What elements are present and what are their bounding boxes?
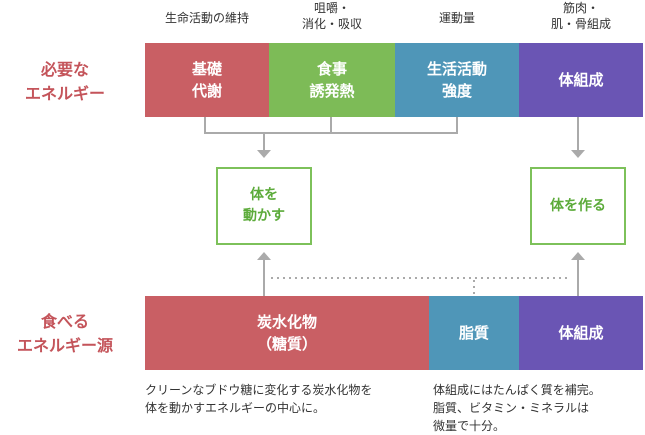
box-move-body: 体を 動かす: [216, 167, 312, 245]
header-body-composition: 筋肉・ 肌・骨組成: [550, 1, 611, 31]
side-label-food-energy: 食べる エネルギー源: [16, 312, 113, 355]
segment-diet-induced-thermogenesis: 食事 誘発熱: [269, 43, 395, 117]
food-energy-bar: 炭水化物 （糖質） 脂質 体組成: [145, 296, 643, 370]
note-protein: 体組成にはたんぱく質を補完。 脂質、ビタミン・ミネラルは 微量で十分。: [433, 383, 601, 433]
segment-body-composition-food: 体組成: [519, 296, 643, 370]
header-basal-metabolism: 生命活動の維持: [164, 11, 249, 25]
arrow-up-head-left: [257, 252, 271, 260]
segment-basal-metabolism: 基礎 代謝: [145, 43, 269, 117]
header-activity: 運動量: [438, 11, 475, 25]
side-label-required-energy: 必要な エネルギー: [24, 60, 105, 103]
box-build-body: 体を作る: [530, 167, 626, 245]
segment-body-composition: 体組成: [519, 43, 643, 117]
note-carbohydrate: クリーンなブドウ糖に変化する炭水化物を 体を動かすエネルギーの中心に。: [145, 383, 373, 415]
segment-activity-intensity: 生活活動 強度: [395, 43, 519, 117]
segment-fat: 脂質: [429, 296, 519, 370]
header-digestion: 咀嚼・ 消化・吸収: [301, 1, 362, 31]
required-energy-bar: 基礎 代謝 食事 誘発熱 生活活動 強度 体組成: [145, 43, 643, 117]
arrow-down-head-left: [257, 150, 271, 158]
arrow-up-head-right: [571, 252, 585, 260]
arrow-down-head-right: [571, 150, 585, 158]
segment-carbohydrate: 炭水化物 （糖質）: [145, 296, 429, 370]
